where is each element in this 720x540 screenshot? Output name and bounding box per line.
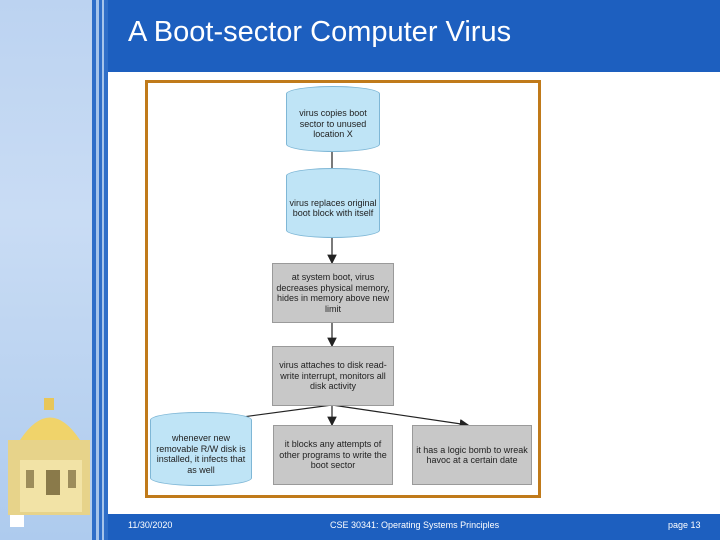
- golden-dome-logo: [8, 398, 90, 527]
- node-text: it has a logic bomb to wreak havoc at a …: [416, 444, 528, 466]
- slide-title: A Boot-sector Computer Virus: [128, 16, 512, 48]
- node-replace-boot-block: virus replaces original boot block with …: [286, 168, 380, 238]
- arrow-attach-to-bomb: [331, 404, 470, 429]
- node-system-boot: at system boot, virus decreases physical…: [272, 263, 394, 323]
- node-copy-boot-sector: virus copies boot sector to unused locat…: [286, 86, 380, 152]
- header-bar: [108, 0, 720, 72]
- footer-page-number: page 13: [668, 520, 701, 530]
- footer-date: 11/30/2020: [128, 520, 173, 530]
- footer-bar: [108, 514, 720, 540]
- node-text: virus attaches to disk read-write interr…: [279, 360, 387, 392]
- node-attach-interrupt: virus attaches to disk read-write interr…: [272, 346, 394, 406]
- node-text: whenever new removable R/W disk is insta…: [156, 433, 246, 475]
- node-logic-bomb: it has a logic bomb to wreak havoc at a …: [412, 425, 532, 485]
- footer-course: CSE 30341: Operating Systems Principles: [330, 520, 500, 530]
- sidebar-stripe: [102, 0, 104, 540]
- node-text: virus replaces original boot block with …: [289, 197, 377, 219]
- sidebar-stripe: [96, 0, 99, 540]
- node-text: at system boot, virus decreases physical…: [276, 272, 390, 314]
- node-text: virus copies boot sector to unused locat…: [299, 108, 367, 140]
- node-text: it blocks any attempts of other programs…: [279, 439, 387, 471]
- node-infect-disks: whenever new removable R/W disk is insta…: [150, 412, 252, 486]
- node-block-writes: it blocks any attempts of other programs…: [273, 425, 393, 485]
- sidebar-decoration: [0, 0, 108, 540]
